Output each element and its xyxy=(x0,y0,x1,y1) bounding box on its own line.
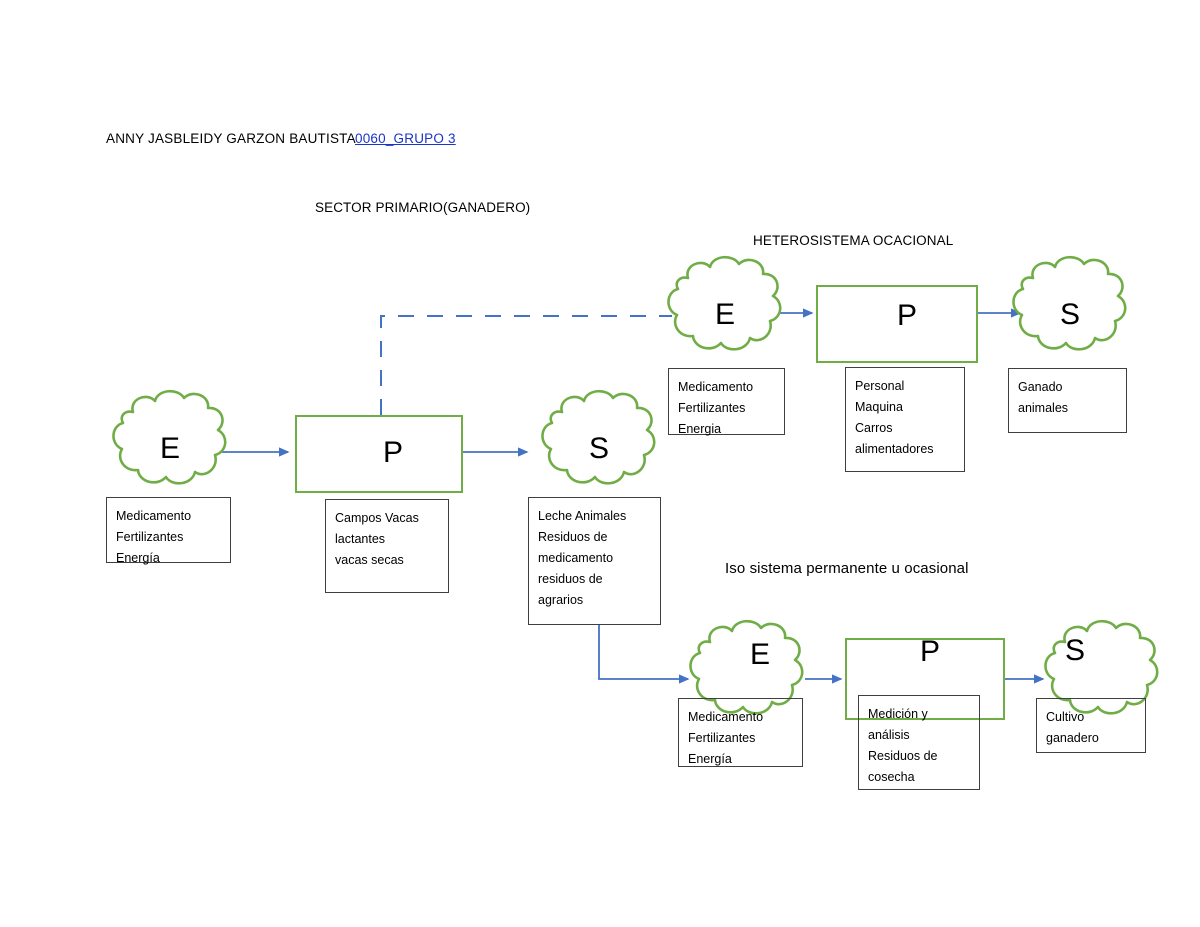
label-line: Medicamento xyxy=(116,509,192,523)
cloud-letter-top-s: S xyxy=(1060,298,1081,331)
label-line: Cultivo xyxy=(1046,710,1085,724)
cloud-letter-main-e: E xyxy=(160,432,181,465)
label-box-bottom-e: Medicamento Fertilizantes Energía xyxy=(678,698,803,767)
title-heterosistema: HETEROSISTEMA OCACIONAL xyxy=(753,233,954,248)
label-line: residuos de xyxy=(538,572,603,586)
title-iso-sistema: Iso sistema permanente u ocasional xyxy=(725,560,969,577)
connector-main-p-feedback-to-top-e xyxy=(380,315,672,415)
cloud-letter-bottom-s: S xyxy=(1065,634,1086,667)
title-sector-primario: SECTOR PRIMARIO(GANADERO) xyxy=(315,200,531,215)
label-box-main-e: Medicamento Fertilizantes Energía xyxy=(106,497,231,565)
label-line: cosecha xyxy=(868,770,915,784)
label-line: Medicamento xyxy=(688,710,764,724)
label-line: Carros xyxy=(855,421,893,435)
process-box-main-p[interactable] xyxy=(295,415,463,493)
label-line: Energía xyxy=(688,752,732,766)
label-line: lactantes xyxy=(335,532,386,546)
label-line: Residuos de xyxy=(538,530,608,544)
label-line: medicamento xyxy=(538,551,614,565)
label-line: Personal xyxy=(855,379,905,393)
label-box-bottom-s: Cultivo ganadero xyxy=(1036,698,1146,753)
cloud-letter-main-s: S xyxy=(589,432,610,465)
label-line: Medición y xyxy=(868,707,928,721)
label-line: animales xyxy=(1018,401,1069,415)
label-box-main-p: Campos Vacas lactantes vacas secas xyxy=(325,499,449,593)
label-line: Campos Vacas xyxy=(335,511,419,525)
label-line: Fertilizantes xyxy=(678,401,746,415)
label-line: Energía xyxy=(116,551,160,565)
process-letter-main-p: P xyxy=(383,436,404,469)
label-line: ganadero xyxy=(1046,731,1099,745)
group-link[interactable]: 0060_GRUPO 3 xyxy=(355,131,456,146)
author-name: ANNY JASBLEIDY GARZON BAUTISTA xyxy=(106,131,356,146)
label-box-top-s: Ganado animales xyxy=(1008,368,1127,433)
label-line: análisis xyxy=(868,728,910,742)
label-box-top-p: Personal Maquina Carros alimentadores xyxy=(845,367,965,472)
label-line: Ganado xyxy=(1018,380,1063,394)
label-line: Maquina xyxy=(855,400,903,414)
process-box-bottom-p[interactable] xyxy=(845,638,1005,720)
cloud-letter-top-e: E xyxy=(715,298,736,331)
process-box-top-p[interactable] xyxy=(816,285,978,363)
label-line: Energia xyxy=(678,422,722,436)
process-letter-bottom-p: P xyxy=(920,635,941,668)
label-line: alimentadores xyxy=(855,442,934,456)
label-line: Residuos de xyxy=(868,749,938,763)
label-box-top-e: Medicamento Fertilizantes Energia xyxy=(668,368,785,436)
label-line: Fertilizantes xyxy=(688,731,756,745)
connector-main-s-to-bottom-e xyxy=(598,625,690,684)
label-line: agrarios xyxy=(538,593,584,607)
cloud-letter-bottom-e: E xyxy=(750,638,771,671)
label-line: Medicamento xyxy=(678,380,754,394)
label-box-main-s: Leche Animales Residuos de medicamento r… xyxy=(528,497,661,625)
label-line: Fertilizantes xyxy=(116,530,184,544)
process-letter-top-p: P xyxy=(897,299,918,332)
label-line: vacas secas xyxy=(335,553,404,567)
label-line: Leche Animales xyxy=(538,509,627,523)
label-box-bottom-p: Medición y análisis Residuos de cosecha xyxy=(858,695,980,790)
